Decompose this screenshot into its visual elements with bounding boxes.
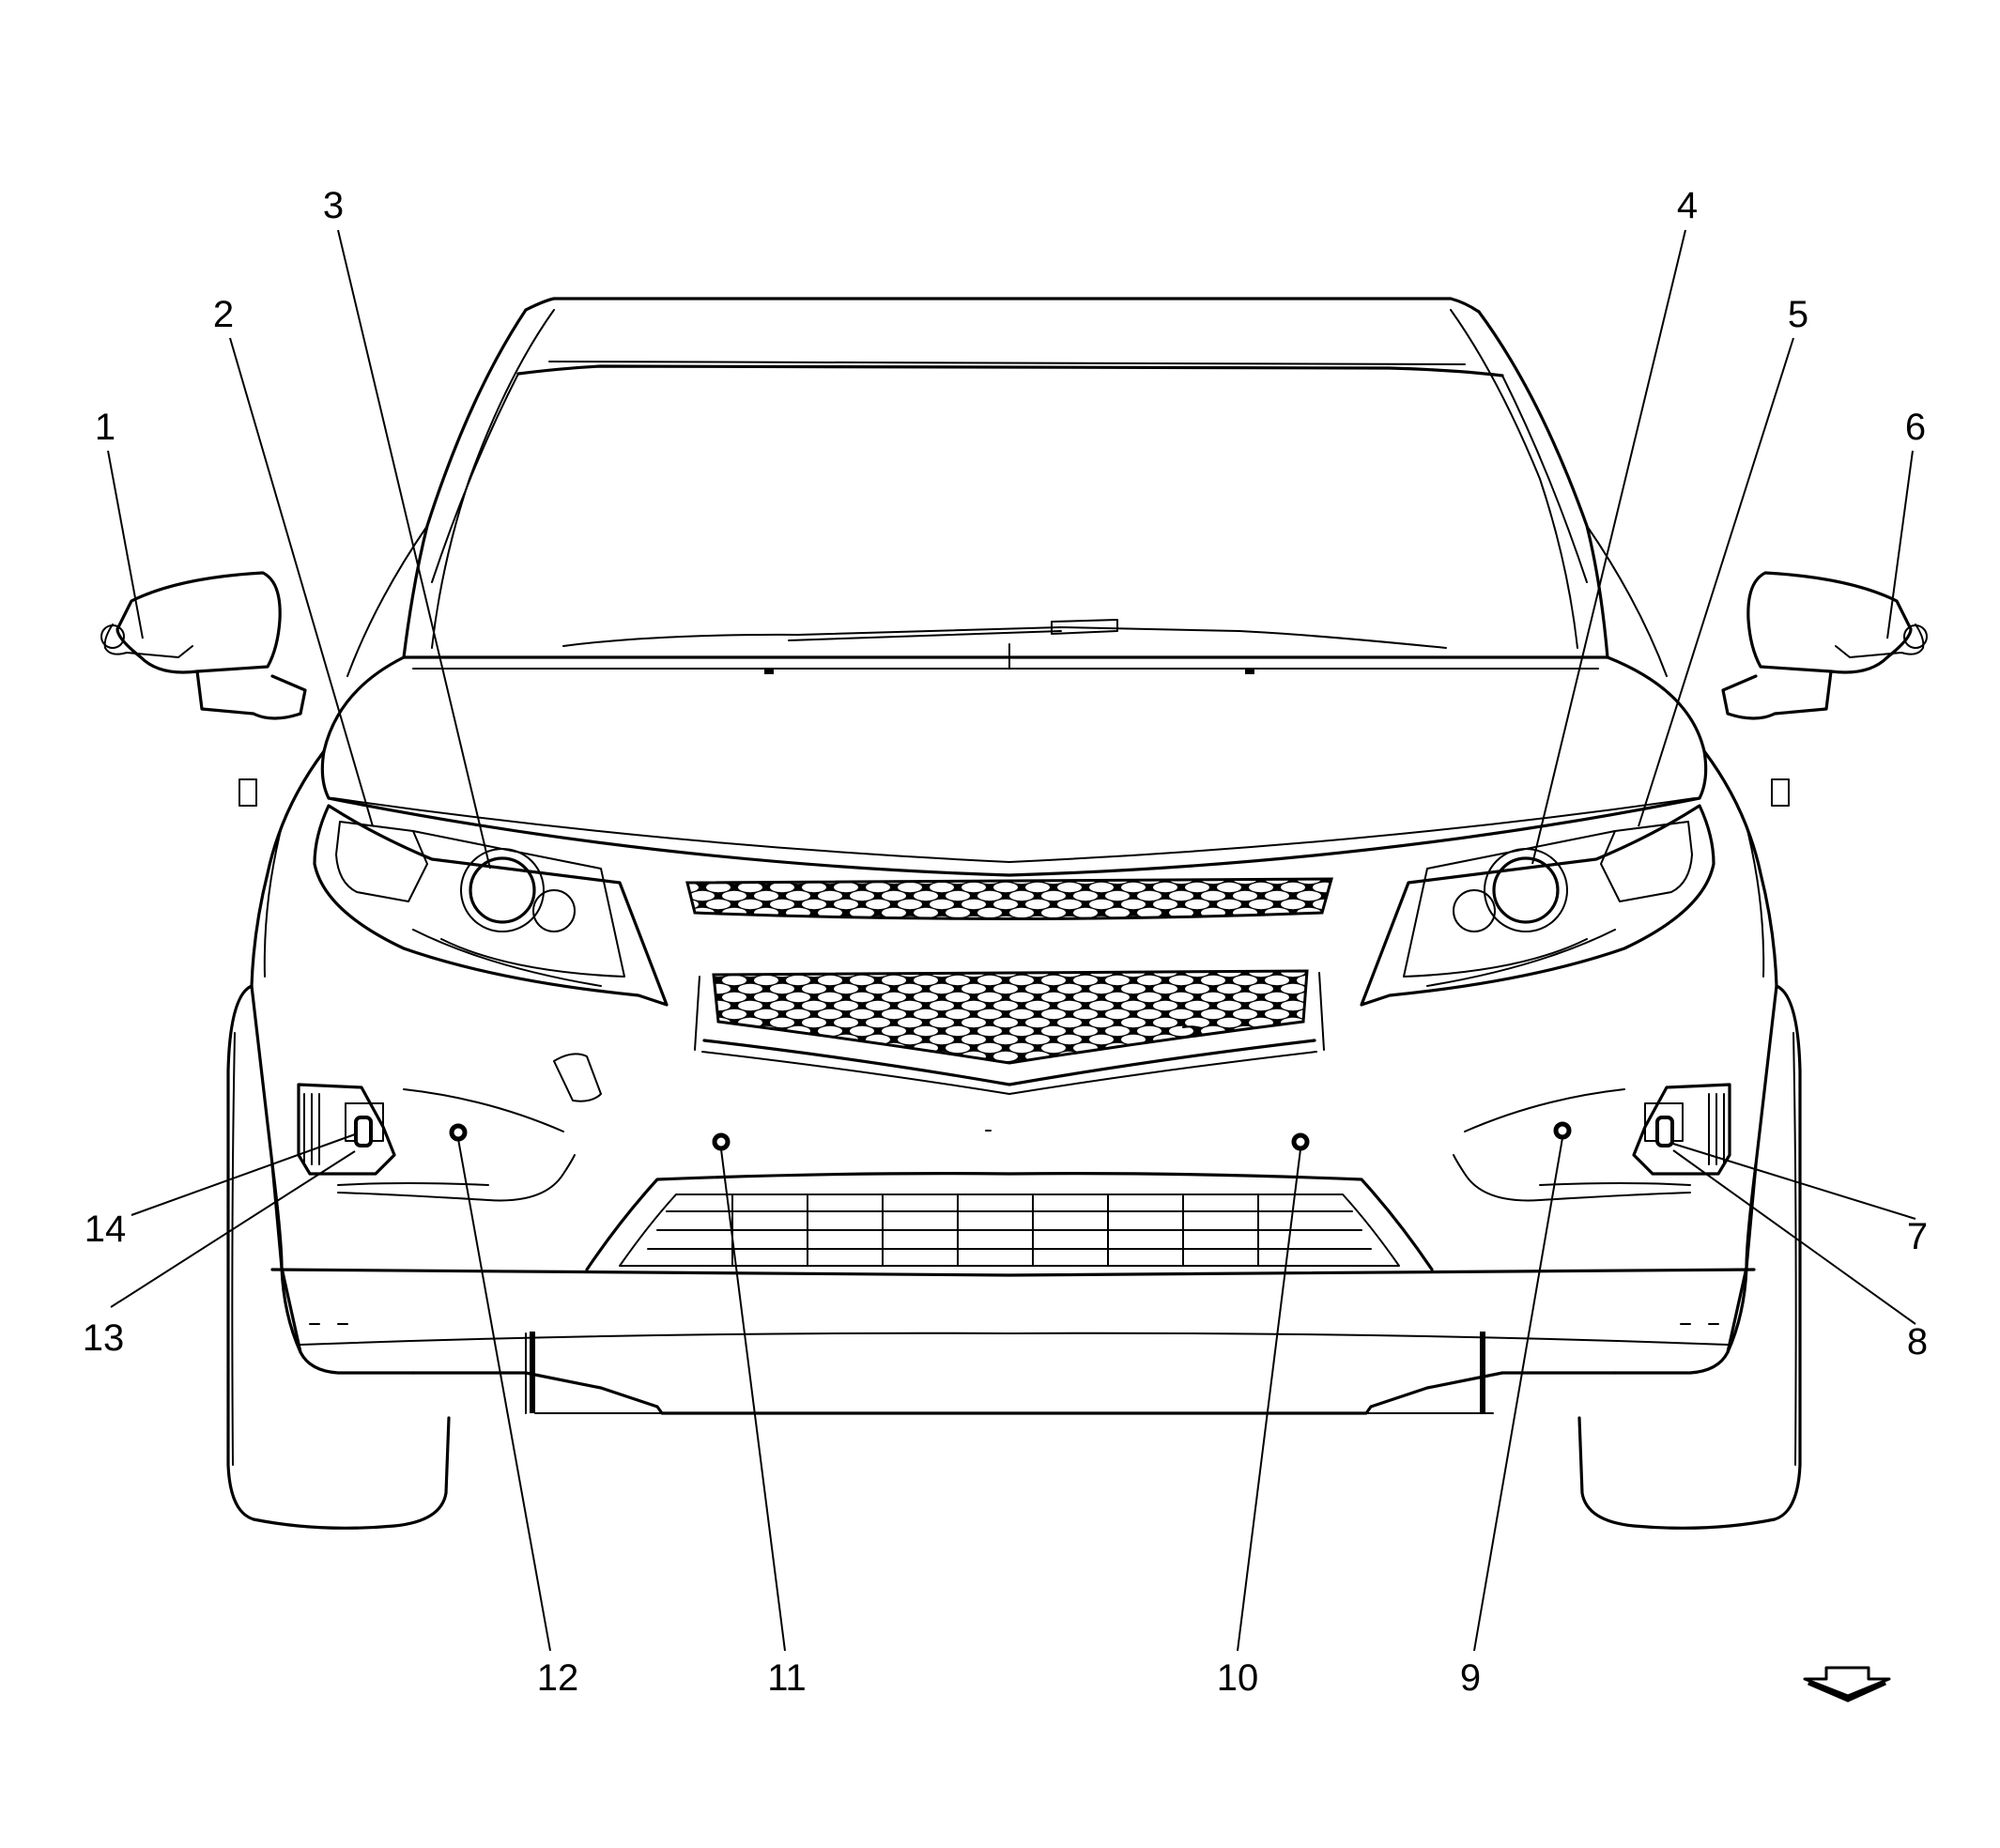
tire-right bbox=[1577, 984, 1802, 1530]
fender-left bbox=[250, 749, 326, 1354]
callout-3: 3 bbox=[323, 185, 344, 226]
a-pillar-right bbox=[1477, 310, 1609, 659]
air-dam bbox=[411, 1371, 1617, 1415]
windshield-top bbox=[516, 364, 1504, 377]
callout-7: 7 bbox=[1907, 1216, 1928, 1257]
intake-slats bbox=[647, 1194, 1372, 1267]
callout-1: 1 bbox=[95, 407, 115, 448]
callout-11: 11 bbox=[767, 1657, 807, 1699]
callout-2: 2 bbox=[213, 294, 234, 335]
lower-bumper bbox=[270, 1268, 1756, 1277]
headlamp-right bbox=[1360, 804, 1715, 1007]
view-direction-arrow-icon bbox=[1803, 1666, 1891, 1702]
leader-lines bbox=[107, 229, 1916, 1652]
sensor-markers bbox=[354, 1116, 1674, 1151]
sensor-12 bbox=[449, 1123, 468, 1142]
mirror-left bbox=[100, 571, 307, 720]
callout-4: 4 bbox=[1677, 185, 1698, 226]
fog-lamp-right bbox=[1453, 1083, 1731, 1202]
callout-6: 6 bbox=[1905, 407, 1926, 448]
roof-line bbox=[524, 297, 1481, 314]
lower-intake bbox=[585, 1172, 1434, 1271]
tow-hook-cover bbox=[553, 1053, 602, 1102]
vehicle-body bbox=[100, 297, 1928, 1530]
headlamp-left bbox=[313, 804, 669, 1007]
fog-lamp-left bbox=[297, 1083, 576, 1202]
callout-10: 10 bbox=[1217, 1657, 1259, 1699]
hood bbox=[320, 655, 1708, 877]
mirror-right bbox=[1721, 571, 1928, 720]
upper-grille bbox=[685, 877, 1333, 920]
callout-8: 8 bbox=[1907, 1321, 1928, 1363]
a-pillar-left bbox=[402, 308, 528, 659]
fender-right bbox=[1702, 749, 1778, 1354]
lower-grille bbox=[712, 969, 1309, 1065]
callout-12: 12 bbox=[537, 1657, 579, 1699]
callout-labels: 1 2 3 4 5 6 7 8 9 10 11 12 13 14 bbox=[83, 185, 1928, 1699]
callout-9: 9 bbox=[1460, 1657, 1481, 1699]
callout-14: 14 bbox=[85, 1209, 127, 1250]
sensor-11 bbox=[712, 1132, 731, 1151]
front-fascia bbox=[270, 1163, 415, 1375]
fog-lamp-bulb-right bbox=[1655, 1116, 1674, 1147]
sensor-9 bbox=[1553, 1121, 1572, 1140]
tire-left bbox=[226, 984, 451, 1530]
callout-13: 13 bbox=[83, 1317, 125, 1359]
callout-5: 5 bbox=[1788, 294, 1808, 335]
sensor-10 bbox=[1291, 1132, 1310, 1151]
fog-lamp-bulb-left bbox=[354, 1116, 373, 1147]
wiper-arms bbox=[562, 626, 1447, 649]
